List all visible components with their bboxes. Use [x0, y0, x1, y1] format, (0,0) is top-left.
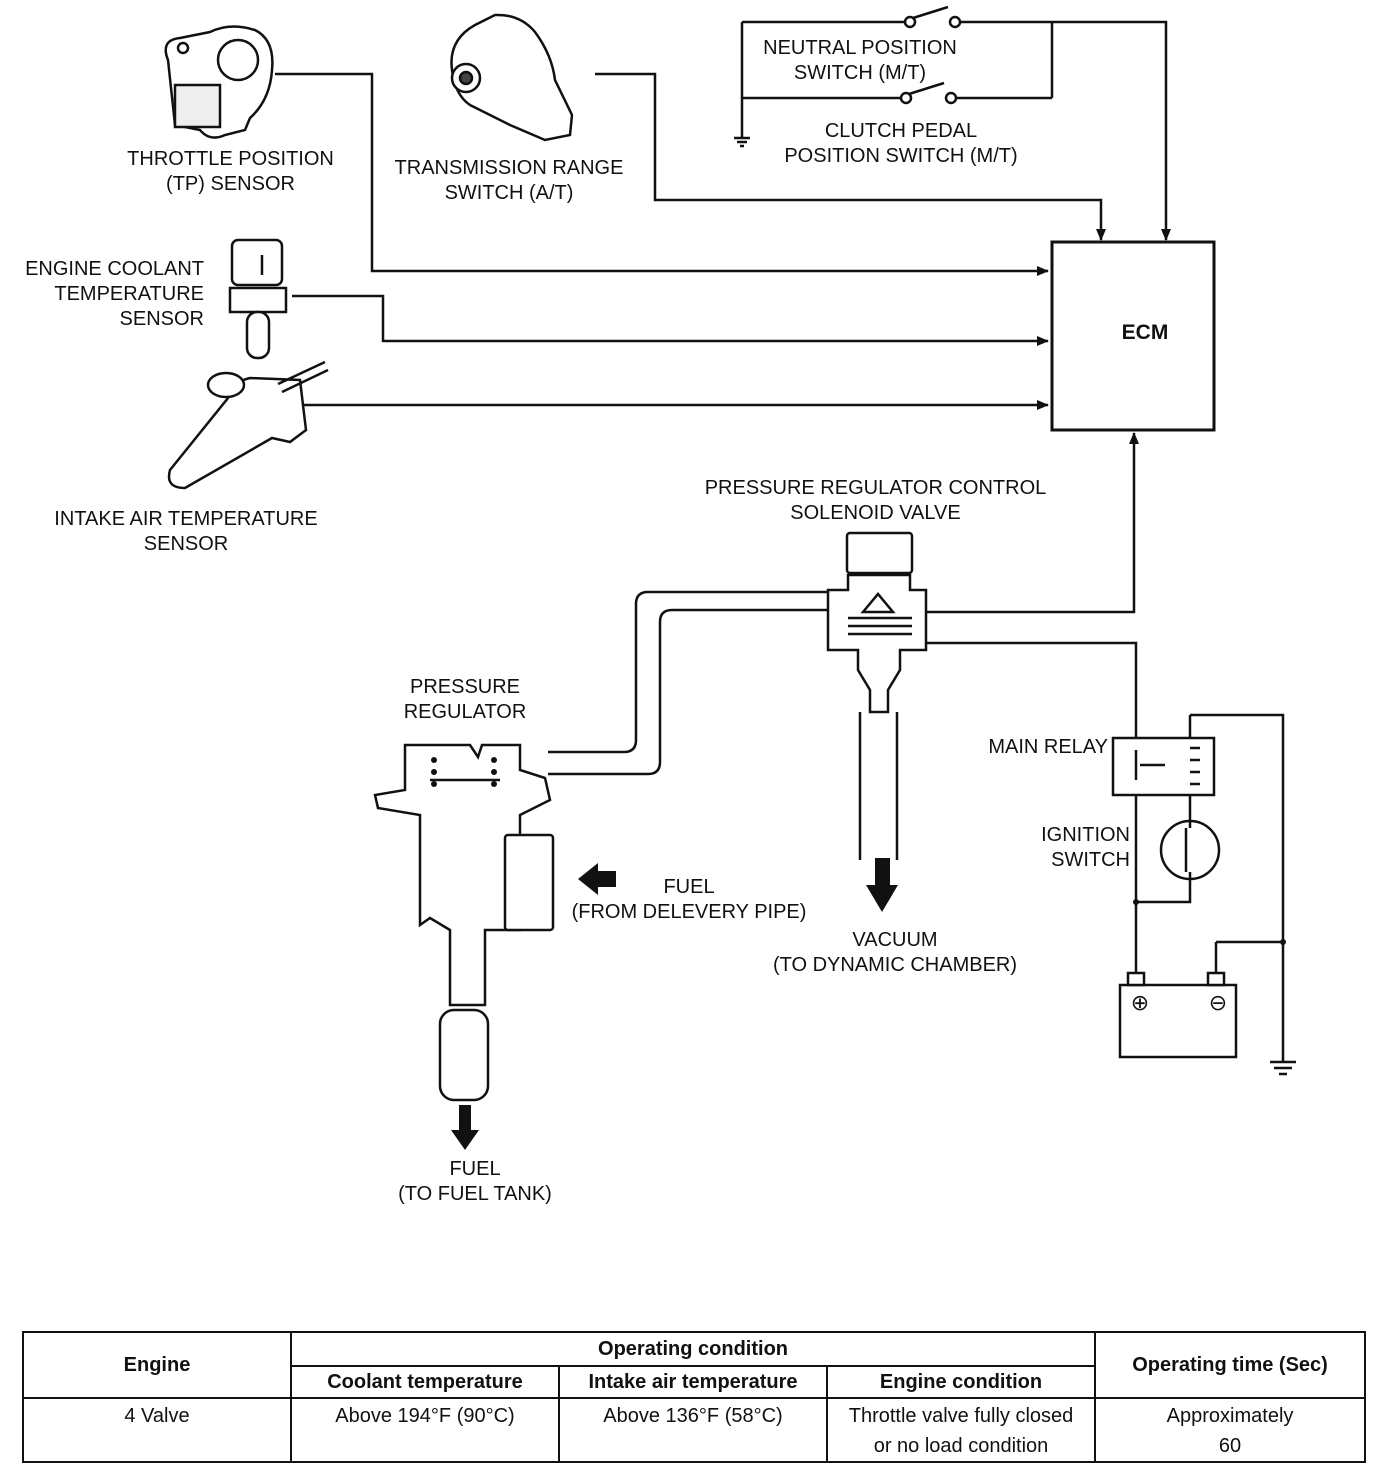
power-circuit — [1111, 713, 1296, 1076]
engine-cell: 4 Valve — [22, 1397, 292, 1463]
operating-time-header: Operating time (Sec) — [1094, 1331, 1367, 1399]
flow-arrows — [451, 858, 898, 1150]
intake-air-temperature-header: Intake air temperature — [558, 1365, 828, 1399]
coolant-temperature-header: Coolant temperature — [290, 1365, 560, 1399]
switch-wire — [960, 20, 1171, 241]
trans-range-wire — [595, 72, 1106, 241]
solenoid-ecm-wire — [924, 432, 1139, 614]
ignition-switch-icon — [1159, 819, 1221, 881]
battery-negative-icon: ⊖ — [1209, 991, 1227, 1016]
fuel-out-label: FUEL(TO FUEL TANK) — [398, 1158, 552, 1205]
battery-positive-icon: ⊕ — [1131, 991, 1149, 1016]
coolant-cell: Above 194°F (90°C) — [290, 1397, 560, 1463]
tp-sensor-label: THROTTLE POSITION(TP) SENSOR — [127, 148, 334, 195]
solenoid-relay-wire — [924, 641, 1138, 738]
pressure-regulator-icon — [373, 743, 555, 1102]
tp-wire — [275, 72, 1049, 276]
ecm-box — [1050, 240, 1216, 432]
vacuum-label: VACUUM(TO DYNAMIC CHAMBER) — [772, 929, 1018, 976]
tp-sensor-icon — [164, 25, 274, 139]
fuel-out-arrow-icon — [451, 1105, 479, 1150]
operating-condition-header: Operating condition — [289, 1331, 1097, 1367]
table-row: 4 Valve Above 194°F (90°C) Above 136°F (… — [22, 1397, 1367, 1463]
ect-wire — [292, 294, 1049, 346]
intake-cell: Above 136°F (58°C) — [558, 1397, 828, 1463]
operating-condition-table: Engine Operating condition Operating tim… — [22, 1331, 1367, 1463]
iat-sensor-icon — [167, 360, 329, 490]
battery-box — [1118, 983, 1238, 1059]
ecm-label: ECM — [1121, 321, 1169, 344]
regulator-springs — [431, 757, 497, 787]
vacuum-arrow-icon — [866, 858, 898, 912]
signal-wires — [275, 20, 1171, 738]
fuel-in-arrow-icon — [578, 863, 616, 895]
main-relay-box — [1111, 736, 1216, 797]
ect-sensor-icon — [228, 238, 288, 360]
fuel-in-label: FUEL(FROM DELEVERY PIPE) — [571, 876, 807, 923]
system-diagram: ⊕ ⊖ — [164, 5, 1296, 1150]
engine-header: Engine — [22, 1331, 292, 1399]
vacuum-hose — [548, 590, 797, 776]
transmission-range-switch-icon — [450, 13, 574, 142]
engine-condition-header: Engine condition — [825, 1365, 1097, 1399]
main-relay-label: MAIN RELAY — [988, 736, 1108, 758]
switch-circuit — [734, 5, 1054, 148]
solenoid-valve-icon — [797, 531, 928, 860]
